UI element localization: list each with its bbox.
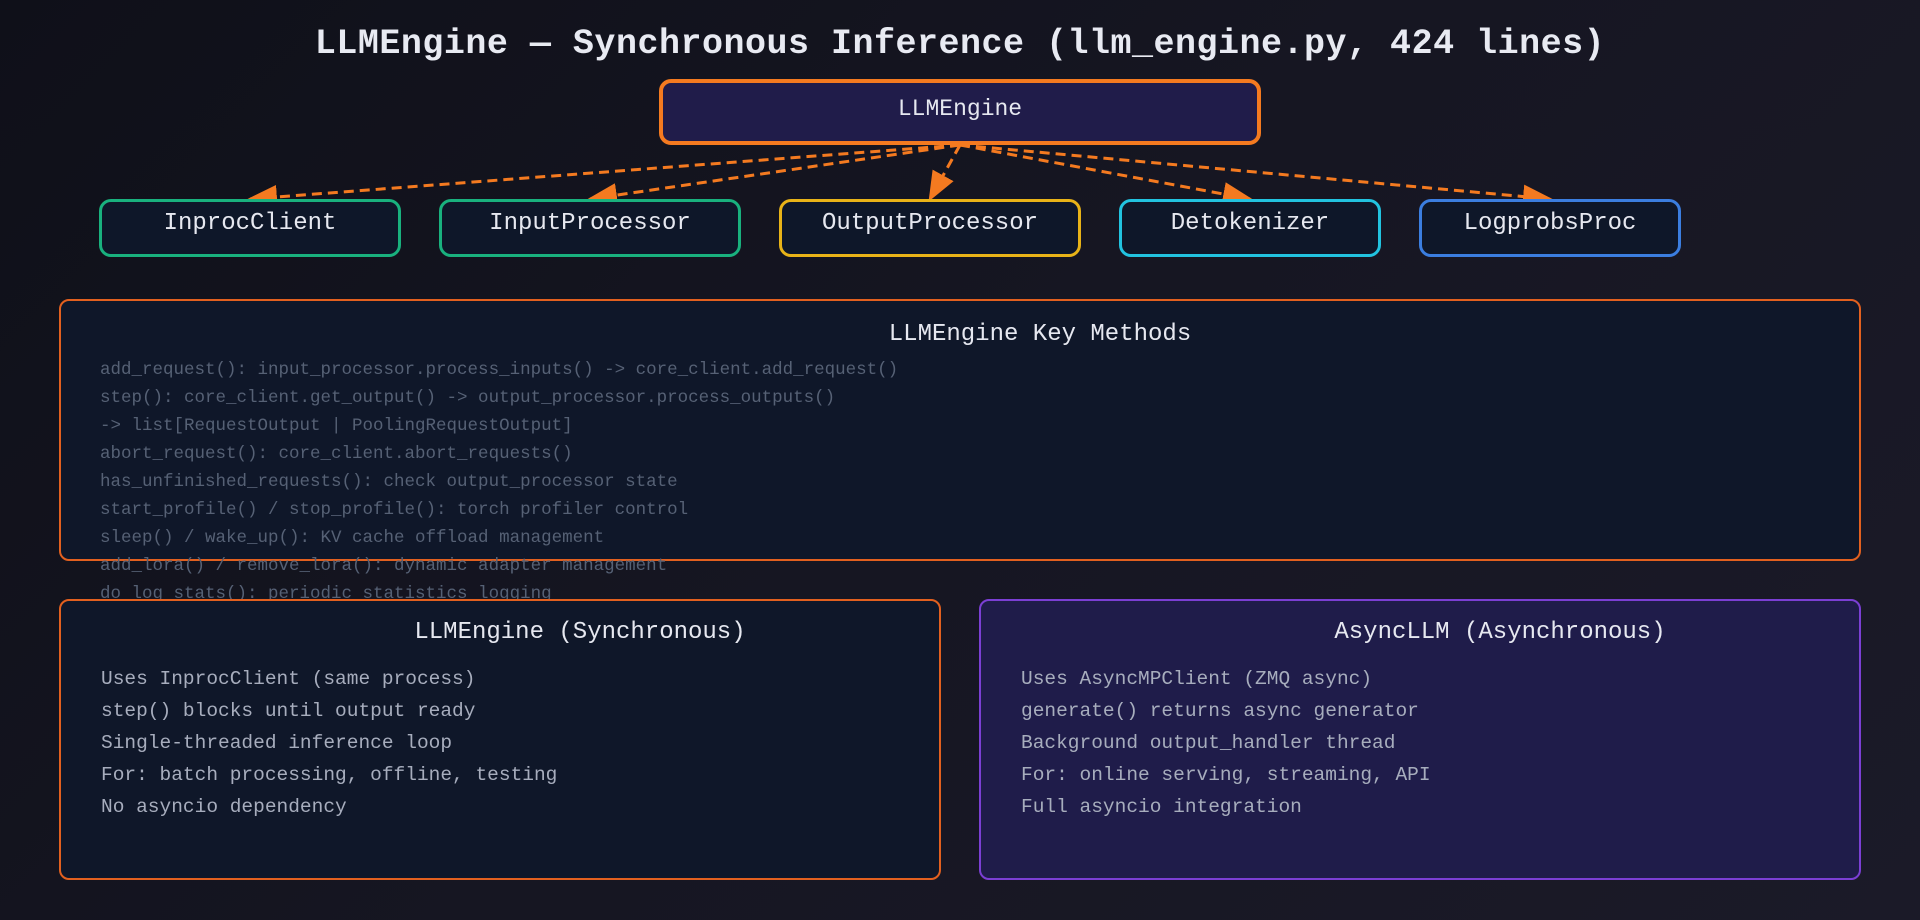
child-node-outputprocessor: OutputProcessor [779, 199, 1081, 257]
async-panel-line: Full asyncio integration [1021, 796, 1302, 818]
async-panel-line: Uses AsyncMPClient (ZMQ async) [1021, 668, 1373, 690]
key-methods-panel: LLMEngine Key Methods [59, 299, 1861, 561]
sync-panel-line: step() blocks until output ready [101, 700, 476, 722]
edge-root-to-child-3 [959, 143, 1253, 206]
sync-panel-line: Uses InprocClient (same process) [101, 668, 476, 690]
async-panel-line: Background output_handler thread [1021, 732, 1396, 754]
edge-root-to-child-4 [959, 143, 1553, 209]
method-line: start_profile() / stop_profile(): torch … [100, 500, 689, 520]
child-node-label: Detokenizer [1170, 210, 1330, 237]
root-node-label: LLMEngine [897, 96, 1023, 122]
async-panel: AsyncLLM (Asynchronous) Uses AsyncMPClie… [979, 599, 1861, 880]
key-methods-list: add_request(): input_processor.process_i… [100, 358, 898, 610]
child-node-label: LogprobsProc [1463, 210, 1637, 237]
root-node-llmengine: LLMEngine [659, 79, 1261, 145]
child-node-label: OutputProcessor [821, 210, 1039, 237]
method-line: add_request(): input_processor.process_i… [100, 360, 899, 380]
child-node-inputprocessor: InputProcessor [439, 199, 741, 257]
method-line: has_unfinished_requests(): check output_… [100, 472, 678, 492]
sync-panel-title: LLMEngine (Synchronous) [414, 619, 746, 646]
child-node-label: InputProcessor [489, 210, 691, 237]
sync-panel-list: Uses InprocClient (same process) step() … [101, 665, 557, 825]
async-panel-line: For: online serving, streaming, API [1021, 764, 1431, 786]
method-line: sleep() / wake_up(): KV cache offload ma… [100, 528, 605, 548]
sync-panel-line: For: batch processing, offline, testing [101, 764, 558, 786]
child-node-detokenizer: Detokenizer [1119, 199, 1381, 257]
edge-root-to-child-2 [928, 144, 962, 202]
edge-root-to-child-1 [587, 143, 961, 207]
method-line: add_lora() / remove_lora(): dynamic adap… [100, 556, 668, 576]
edge-root-to-child-0 [247, 143, 961, 209]
child-node-label: InprocClient [163, 210, 337, 237]
method-line: abort_request(): core_client.abort_reque… [100, 444, 573, 464]
method-line: -> list[RequestOutput | PoolingRequestOu… [100, 416, 573, 436]
async-panel-line: generate() returns async generator [1021, 700, 1419, 722]
async-panel-title: AsyncLLM (Asynchronous) [1334, 619, 1666, 646]
method-line: step(): core_client.get_output() -> outp… [100, 388, 836, 408]
async-panel-list: Uses AsyncMPClient (ZMQ async) generate(… [1021, 665, 1431, 825]
key-methods-title: LLMEngine Key Methods [888, 321, 1192, 348]
child-node-inprocclient: InprocClient [99, 199, 401, 257]
sync-panel-line: Single-threaded inference loop [101, 732, 453, 754]
child-node-logprobsproc: LogprobsProc [1419, 199, 1681, 257]
sync-panel: LLMEngine (Synchronous) Uses InprocClien… [59, 599, 941, 880]
sync-panel-line: No asyncio dependency [101, 796, 347, 818]
diagram-title: LLMEngine — Synchronous Inference (llm_e… [314, 24, 1606, 64]
